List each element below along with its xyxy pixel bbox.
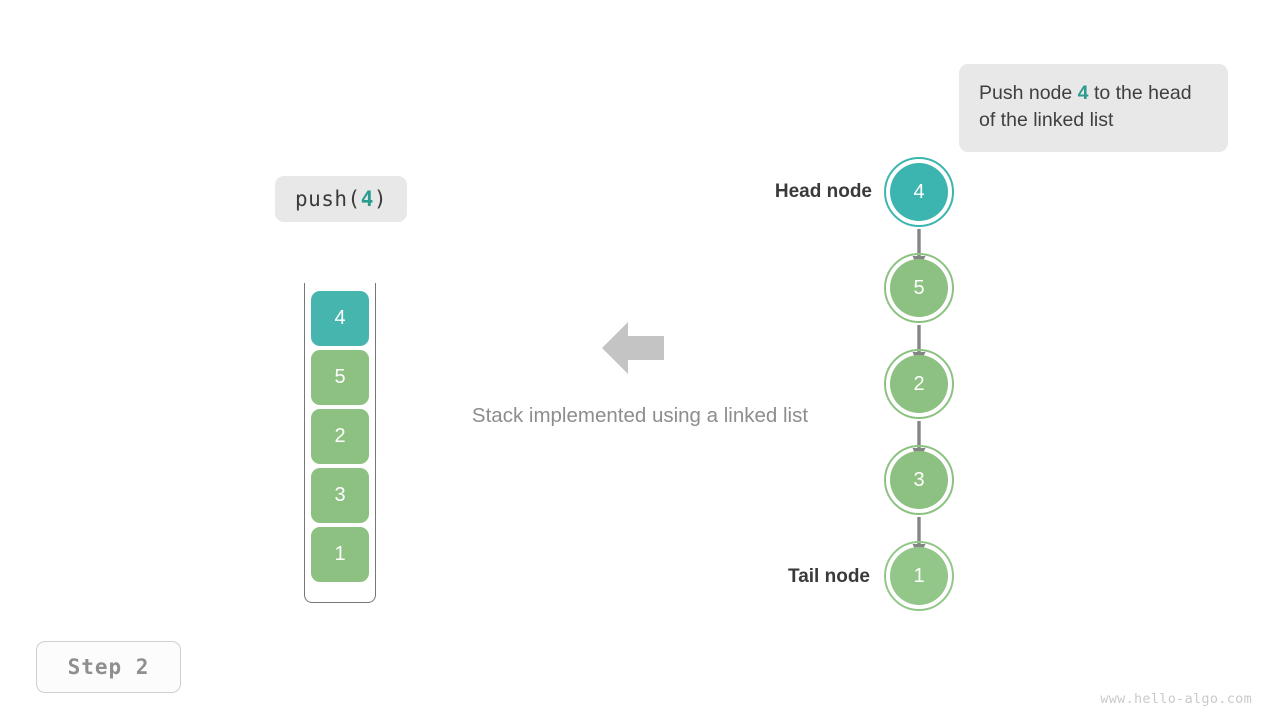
head-node-label: Head node [774, 181, 872, 202]
stack-visualization: 4 5 2 3 1 [304, 283, 376, 603]
watermark: www.hello-algo.com [1100, 691, 1252, 707]
list-node-value: 1 [913, 564, 925, 587]
operation-argument: 4 [360, 187, 374, 211]
list-node: 3 [884, 445, 954, 515]
list-node-value: 3 [913, 468, 925, 491]
diagram-caption: Stack implemented using a linked list [471, 404, 809, 427]
tail-node-label: Tail node [788, 566, 870, 587]
stack-cell-value: 4 [334, 307, 346, 329]
stack-cell: 4 [311, 291, 369, 346]
list-node: 2 [884, 349, 954, 419]
stack-cell: 2 [311, 409, 369, 464]
step-badge: Step 2 [36, 641, 181, 693]
caption-highlight-value: 4 [1077, 82, 1089, 104]
arrow-left-icon [602, 322, 664, 374]
list-node-value: 4 [913, 180, 925, 203]
list-node-value: 5 [913, 276, 925, 299]
step-badge-label: Step 2 [67, 655, 150, 679]
stack-cell-value: 1 [334, 543, 346, 565]
list-node-value: 2 [913, 372, 925, 395]
stack-cell-value: 2 [334, 425, 346, 447]
stack-container-outline [304, 283, 376, 603]
stack-cell-value: 5 [334, 366, 346, 388]
operation-prefix: push( [294, 187, 361, 211]
caption-suffix: to the head of the linked list [979, 82, 1192, 131]
caption-prefix: Push node [979, 82, 1078, 104]
list-node: 1 [884, 541, 954, 611]
stack-cell-value: 3 [334, 484, 346, 506]
operation-suffix: ) [373, 187, 388, 211]
operation-label: push(4) [275, 176, 407, 222]
list-node: 5 [884, 253, 954, 323]
linked-list-visualization: Head node Tail node 4 5 2 [760, 150, 1020, 620]
list-node: 4 [884, 157, 954, 227]
step-caption: Push node 4 to the head of the linked li… [959, 64, 1228, 152]
stack-cell: 3 [311, 468, 369, 523]
stack-cell: 5 [311, 350, 369, 405]
stack-cell: 1 [311, 527, 369, 582]
